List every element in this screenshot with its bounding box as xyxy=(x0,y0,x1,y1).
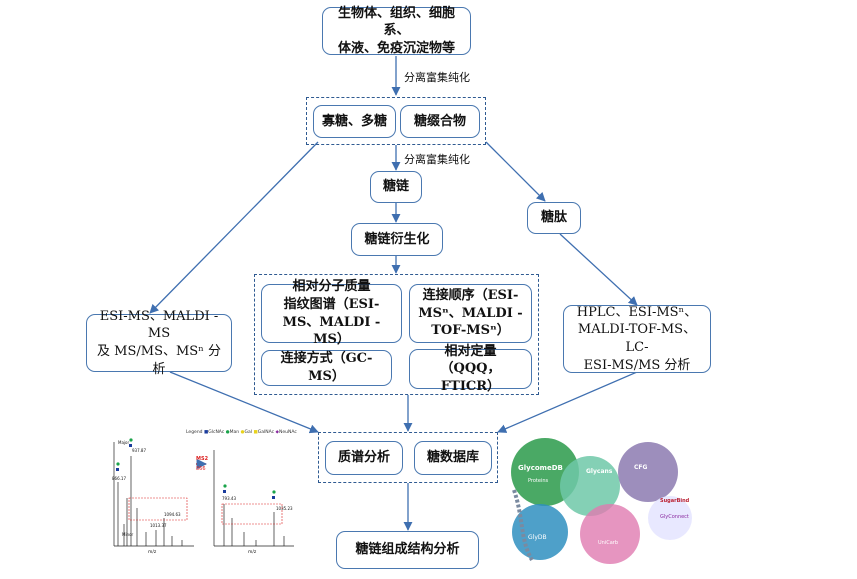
db-unicarb: UniCarb xyxy=(598,540,619,546)
edge-right-ms-to-analysis xyxy=(497,371,638,433)
database-collage: GlycomeDB Proteins Glycans CFG GlyDB Uni… xyxy=(510,430,710,570)
edge-label-sep1: 分离富集纯化 xyxy=(404,71,470,84)
node-mass-fp-line2: 指纹图谱（ESI- xyxy=(283,296,380,312)
peak-label-937: 937.87 xyxy=(132,448,146,453)
node-right-ms-line1: HPLC、ESI-MSⁿ、 xyxy=(576,304,698,320)
node-mass-fp-line3: MS、MALDI -MS） xyxy=(282,314,381,348)
group-oligo-conjugate xyxy=(306,97,486,145)
spectrum-plot xyxy=(113,438,294,547)
group-ms-methods xyxy=(254,274,539,395)
db-glyconnect: GlyConnect xyxy=(660,514,689,520)
peak-label-793: 793.43 xyxy=(222,496,236,501)
db-glycans: Glycans xyxy=(586,468,613,475)
edge-glycopeptide-to-right-ms xyxy=(559,233,638,306)
legend-title: Legend xyxy=(186,430,203,435)
peak-label-1035: 1035.23 xyxy=(276,506,293,511)
db-sugarbind: SugarBind xyxy=(660,498,690,504)
node-right-ms-line2: MALDI-TOF-MS、LC- xyxy=(577,322,697,355)
node-derivatization: 糖链衍生化 xyxy=(351,223,443,256)
major-label: Major xyxy=(118,440,130,445)
node-right-ms: HPLC、ESI-MSⁿ、 MALDI-TOF-MS、LC- ESI-MS/MS 分… xyxy=(563,305,711,373)
node-seq-line3: TOF-MSⁿ） xyxy=(431,323,510,339)
db-glycomedb: GlycomeDB xyxy=(518,464,563,472)
node-mass-fingerprint: 相对分子质量指纹图谱（ESI- MS、MALDI -MS） xyxy=(261,279,402,347)
group-analysis xyxy=(318,432,498,483)
legend-gal: Gal xyxy=(244,430,253,435)
db-cfg: CFG xyxy=(634,464,648,471)
spectrum-legend: Legend ■GlcNAc ●Man ●Gal ■GalNAc ◆NeuNAc xyxy=(186,430,297,435)
node-seq-line1: 连接顺序（ESI- xyxy=(422,288,519,304)
ms2-label: MS2 xyxy=(196,456,209,462)
node-seq-line2: MSⁿ、MALDI - xyxy=(418,305,523,321)
edge-group-to-glycopeptide xyxy=(485,141,546,202)
edge-left-ms-to-analysis xyxy=(169,371,319,434)
node-final: 糖链组成结构分析 xyxy=(336,531,479,569)
x-axis-label-right: m/z xyxy=(248,550,257,555)
node-glycopeptide: 糖肽 xyxy=(527,202,581,234)
node-mass-fp-line1: 相对分子质量 xyxy=(292,279,371,295)
node-ms-analysis: 质谱分析 xyxy=(325,441,403,475)
edge-label-sep2: 分离富集纯化 xyxy=(404,153,470,166)
legend-galnac: GalNAc xyxy=(257,430,275,435)
db-proteins: Proteins xyxy=(528,478,549,484)
node-linkage: 连接方式（GC-MS） xyxy=(261,350,392,386)
node-sequence: 连接顺序（ESI-MSⁿ、MALDI - TOF-MSⁿ） xyxy=(409,284,532,343)
node-database: 糖数据库 xyxy=(414,441,492,475)
node-left-ms-line2: 及 MS/MS、MSⁿ 分析 xyxy=(97,344,221,377)
node-source-line2: 体液、免疫沉淀物等 xyxy=(337,40,455,56)
peak-label-1094: 1094.63 xyxy=(164,512,181,517)
node-quant: 相对定量 （QQQ，FTICR） xyxy=(409,344,532,394)
edge-group-to-left-ms xyxy=(149,141,319,314)
minor-label: Minor xyxy=(122,532,134,537)
x-axis-label-left: m/z xyxy=(148,550,157,555)
mass-spectrum-figure: Legend ■GlcNAc ●Man ●Gal ■GalNAc ◆NeuNAc xyxy=(104,428,300,558)
node-right-ms-line3: ESI-MS/MS 分析 xyxy=(583,357,691,373)
peak-label-1013: 1013.37 xyxy=(150,523,167,528)
ms2-precursor: 866 xyxy=(196,466,206,472)
peak-label-866: 866.17 xyxy=(112,476,126,481)
node-glycoconjugate: 糖缀合物 xyxy=(400,105,480,138)
node-glycan: 糖链 xyxy=(370,171,422,203)
database-bubbles xyxy=(511,438,692,564)
legend-man: Man xyxy=(229,430,240,435)
node-oligosaccharide: 寡糖、多糖 xyxy=(313,105,396,138)
node-source: 生物体、组织、细胞系、体液、免疫沉淀物等 xyxy=(322,5,471,56)
node-quant-line1: 相对定量 xyxy=(444,343,497,359)
node-source-line1: 生物体、组织、细胞系、 xyxy=(337,5,455,39)
node-quant-line2: （QQQ，FTICR） xyxy=(440,361,501,394)
node-left-ms-line1: ESI-MS、MALDI -MS xyxy=(99,308,219,342)
legend-glcnac: GlcNAc xyxy=(208,430,225,435)
db-glydb: GlyDB xyxy=(528,534,547,541)
legend-neunac: NeuNAc xyxy=(279,430,297,435)
